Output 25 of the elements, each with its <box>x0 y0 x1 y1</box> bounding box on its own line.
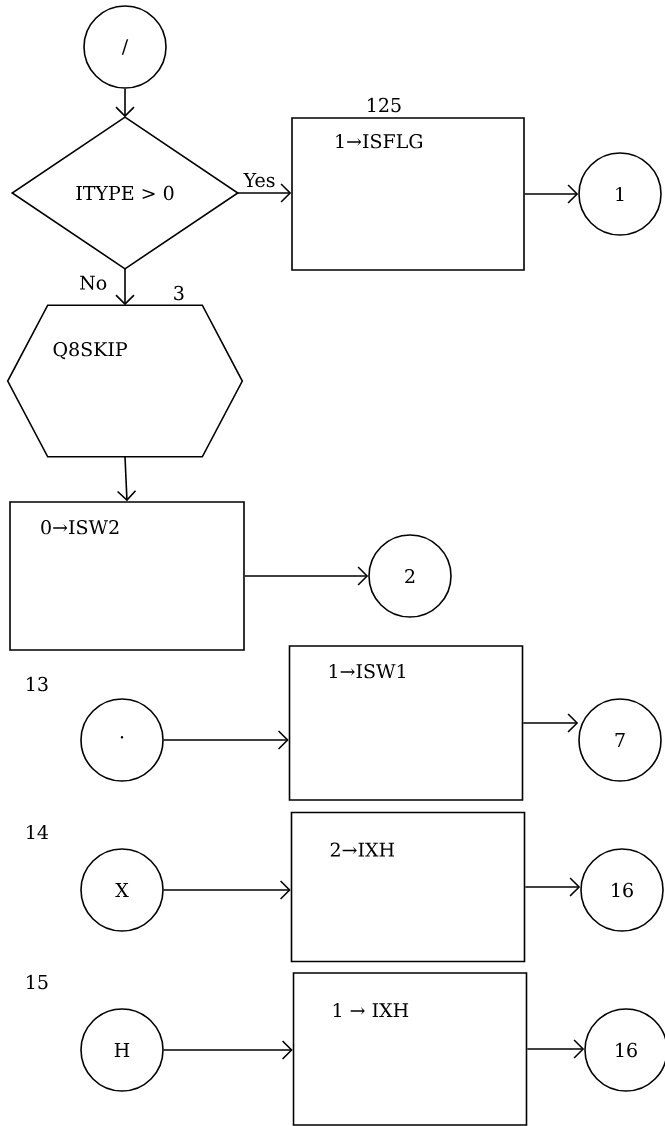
arrow <box>526 1039 585 1059</box>
arrow <box>115 268 135 306</box>
process-box: 0→ISW2 <box>9 501 245 651</box>
arrow <box>116 456 137 502</box>
process-box: 2→IXH <box>290 811 526 963</box>
edge-label: No <box>78 274 109 291</box>
arrow <box>522 713 579 733</box>
statement-number: 125 <box>368 97 401 113</box>
arrow <box>237 183 292 203</box>
preparation-hexagon: Q8SKIP <box>6 304 244 458</box>
process-box: 1→ISFLG <box>291 117 525 271</box>
arrow <box>163 730 289 750</box>
statement-number: 13 <box>27 676 48 692</box>
statement-number: 14 <box>27 824 48 840</box>
process-box: 1 → IXH <box>292 972 528 1126</box>
edge-label: Yes <box>242 172 277 189</box>
arrow <box>524 184 579 204</box>
statement-number: 3 <box>174 285 184 301</box>
statement-number: 15 <box>27 974 48 990</box>
arrow <box>244 566 369 586</box>
arrow <box>163 880 291 900</box>
arrow <box>163 1040 293 1060</box>
process-box: 1→ISW1 <box>288 645 524 801</box>
arrow <box>115 88 135 118</box>
arrow <box>524 877 581 897</box>
